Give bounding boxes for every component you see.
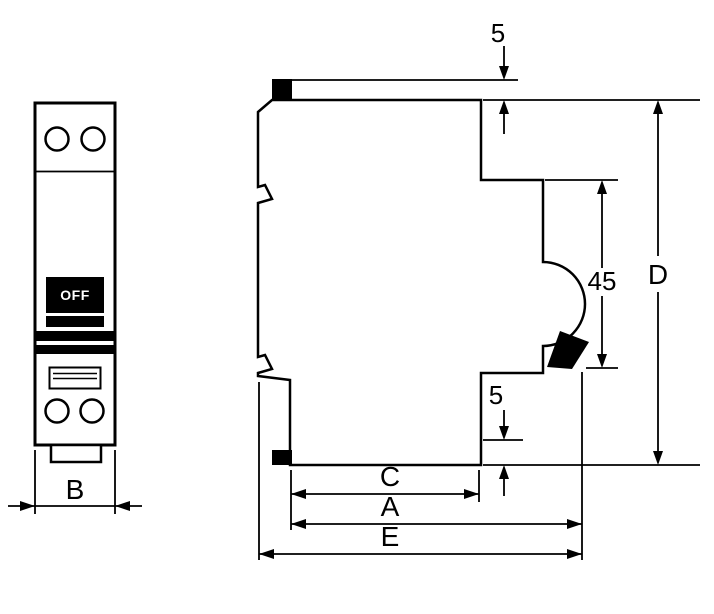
dim-5top-arrow-up-icon bbox=[499, 100, 509, 114]
off-switch-label: OFF bbox=[60, 287, 90, 303]
front-view: OFF B bbox=[8, 101, 142, 514]
off-switch-toggle bbox=[46, 277, 104, 313]
switch-base bbox=[46, 316, 104, 327]
dim-5bot-label: 5 bbox=[489, 380, 503, 410]
breaker-body-front bbox=[33, 101, 117, 447]
dim-d-arrow-up-icon bbox=[653, 100, 663, 114]
dim-45-arrow-down-icon bbox=[597, 354, 607, 368]
dim-b-arrow-right-icon bbox=[115, 501, 130, 511]
dimension-e: E bbox=[258, 382, 582, 560]
toggle-handle-pointer bbox=[547, 331, 589, 369]
dim-b-label: B bbox=[66, 474, 85, 505]
dimension-b: B bbox=[8, 450, 142, 514]
front-stripe-2 bbox=[36, 345, 114, 354]
front-stripe-1 bbox=[36, 331, 114, 341]
top-din-clip bbox=[272, 79, 292, 101]
dim-5top-arrow-down-icon bbox=[499, 66, 509, 80]
dim-c-arrow-left-icon bbox=[291, 489, 306, 499]
dimension-5-top: 5 bbox=[292, 18, 518, 134]
dim-45-label: 45 bbox=[588, 266, 617, 296]
dim-45-arrow-up-icon bbox=[597, 180, 607, 194]
dimension-5-bottom: 5 bbox=[483, 380, 523, 496]
breaker-body-profile bbox=[256, 98, 587, 467]
dim-e-arrow-left-icon bbox=[259, 549, 274, 559]
dim-a-arrow-right-icon bbox=[567, 519, 582, 529]
dimension-c: C bbox=[290, 461, 480, 530]
terminal-screw-top-left bbox=[44, 126, 70, 152]
terminal-screw-bottom-left bbox=[44, 398, 70, 424]
bottom-mounting-tab bbox=[49, 443, 103, 464]
terminal-screw-bottom-right bbox=[79, 398, 105, 424]
dim-5top-label: 5 bbox=[491, 18, 505, 48]
dimension-a: A bbox=[291, 372, 583, 560]
dim-d-arrow-down-icon bbox=[653, 451, 663, 465]
dim-c-arrow-right-icon bbox=[464, 489, 479, 499]
dim-5bot-arrow-up-icon bbox=[499, 465, 509, 479]
dim-a-arrow-left-icon bbox=[291, 519, 306, 529]
terminal-screw-top-right bbox=[80, 126, 106, 152]
dim-e-label: E bbox=[381, 521, 400, 552]
dim-5bot-arrow-down-icon bbox=[499, 426, 509, 440]
dim-e-arrow-right-icon bbox=[567, 549, 582, 559]
dim-a-label: A bbox=[381, 491, 400, 522]
bottom-din-clip bbox=[272, 450, 292, 465]
dim-d-label: D bbox=[648, 259, 668, 290]
side-view: 5 45 D 5 bbox=[256, 18, 700, 560]
dim-b-arrow-left-icon bbox=[20, 501, 35, 511]
dimension-d: D bbox=[483, 99, 700, 466]
dim-c-label: C bbox=[380, 461, 400, 492]
dimension-45: 45 bbox=[545, 179, 618, 369]
